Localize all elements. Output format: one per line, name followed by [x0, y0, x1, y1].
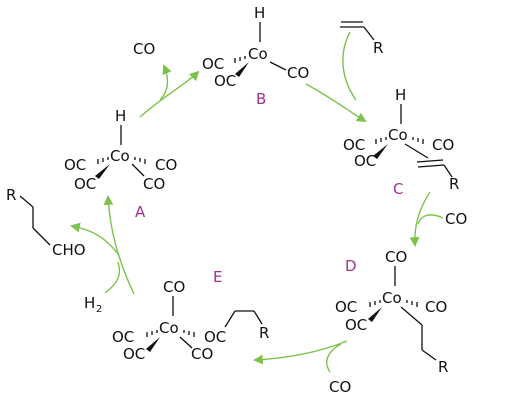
complex-a-bond-right — [131, 163, 145, 177]
complex-c-alkene-double-2 — [417, 164, 445, 168]
hydrogen-subscript: 2 — [96, 304, 102, 315]
complex-a-hashed-left — [97, 157, 109, 164]
complex-d-co-right: CO — [425, 298, 447, 316]
stage-label-b: B — [256, 90, 266, 108]
complex-d-co-top: CO — [385, 248, 407, 266]
complex-e-bond-bottom — [179, 336, 193, 349]
stage-label-d: D — [345, 257, 357, 275]
complex-a-wedge-left — [95, 164, 110, 179]
complex-b-co-right: CO — [287, 64, 309, 82]
hydrogen-reagent: H 2 — [84, 294, 102, 315]
complex-d-alkyl-bond-1 — [400, 306, 423, 326]
arrow-b-to-c — [305, 83, 367, 123]
aldehyde-product: R CHO — [6, 186, 86, 259]
arrow-c-to-d — [409, 191, 431, 247]
complex-c-hashed-left — [375, 137, 387, 144]
complex-d-wedge — [368, 307, 382, 322]
complex-c-r-group: R — [449, 175, 459, 193]
complex-e-co-top: CO — [163, 278, 185, 296]
complex-d: CO Co OC CO OC R — [335, 248, 448, 376]
arrow-co-release — [159, 64, 172, 101]
complex-d-cobalt: Co — [382, 289, 402, 307]
complex-e-acyl-oc: OC — [204, 328, 226, 346]
complex-d-hashed-right — [406, 300, 418, 307]
complex-d-oc-bottom: OC — [345, 316, 367, 334]
complex-e: CO Co OC OC CO OC R — [112, 278, 269, 363]
arrow-d-to-e — [253, 340, 348, 365]
alkene-r-group: R — [373, 39, 383, 57]
complex-e-wedge — [146, 337, 160, 352]
arrow-co-in — [417, 214, 444, 225]
complex-c-cobalt: Co — [388, 126, 408, 144]
co-bottom-text: CO — [329, 378, 351, 396]
arrow-alkene-in — [342, 31, 357, 101]
complex-c: H Co OC CO OC R — [343, 86, 459, 193]
complex-a-oc-bottom: OC — [74, 175, 96, 193]
complex-c-r-bond — [443, 164, 453, 178]
complex-d-oc-left: OC — [335, 298, 357, 316]
complex-c-wedge — [373, 144, 388, 159]
hydrogen-h: H — [84, 294, 95, 312]
co-released-text: CO — [133, 40, 155, 58]
arrow-aldehyde-out — [70, 222, 120, 256]
complex-a-oc-left: OC — [64, 156, 86, 174]
co-added-text: CO — [445, 210, 467, 228]
complex-e-acyl-bond-3 — [253, 310, 263, 325]
complex-c-oc-left: OC — [343, 136, 365, 154]
arrow-e-to-a — [103, 195, 135, 295]
complex-e-hashed-right — [183, 330, 195, 337]
arrow-h2-in — [104, 261, 121, 294]
complex-a-hashed-right — [134, 157, 146, 164]
complex-b-bond-right — [269, 61, 287, 71]
aldehyde-cho: CHO — [52, 241, 86, 259]
alkene-reagent: R — [340, 21, 383, 57]
complex-e-hashed-left — [146, 330, 158, 337]
arrow-co-bottom — [326, 343, 342, 373]
complex-e-oc-left: OC — [112, 328, 134, 346]
aldehyde-bond-3 — [32, 227, 51, 246]
arrow-a-to-b — [139, 70, 200, 118]
complex-b-cobalt: Co — [248, 45, 268, 63]
complex-b-oc-left: OC — [202, 55, 224, 73]
complex-e-r-group: R — [259, 324, 269, 342]
complex-e-acyl-bond-1 — [224, 310, 236, 328]
complex-b-hashed-left — [234, 56, 246, 63]
complex-b-hydride: H — [254, 4, 265, 22]
alkene-r-bond — [363, 26, 375, 41]
complex-d-hashed-left — [369, 300, 381, 307]
complex-d-r-group: R — [438, 358, 448, 376]
complex-d-alkyl-bond-3 — [421, 349, 437, 361]
complex-e-oc-bottom: OC — [123, 345, 145, 363]
complex-a-cobalt: Co — [110, 147, 130, 165]
complex-c-hydride: H — [395, 86, 406, 104]
complex-b-oc-bottom: OC — [214, 72, 236, 90]
stage-label-c: C — [393, 180, 403, 198]
stage-label-e: E — [213, 268, 222, 286]
complex-a: H Co OC CO OC CO — [64, 107, 177, 193]
complex-c-co-right: CO — [432, 136, 454, 154]
complex-c-alkene-double-1 — [416, 159, 444, 163]
complex-b: H Co OC OC CO — [202, 4, 309, 90]
complex-c-oc-bottom: OC — [354, 152, 376, 170]
complex-e-cobalt: Co — [159, 319, 179, 337]
complex-a-co-bottom: CO — [143, 175, 165, 193]
complex-c-alkene-bond — [404, 143, 429, 159]
aldehyde-bond-1 — [19, 195, 34, 208]
stage-label-a: A — [135, 203, 146, 221]
aldehyde-r-group: R — [6, 186, 16, 204]
complex-a-co-right: CO — [155, 156, 177, 174]
complex-c-hashed-right — [412, 137, 424, 144]
complex-e-co-bottom: CO — [191, 345, 213, 363]
complex-a-hydride: H — [115, 107, 126, 125]
complex-b-wedge — [235, 62, 249, 77]
